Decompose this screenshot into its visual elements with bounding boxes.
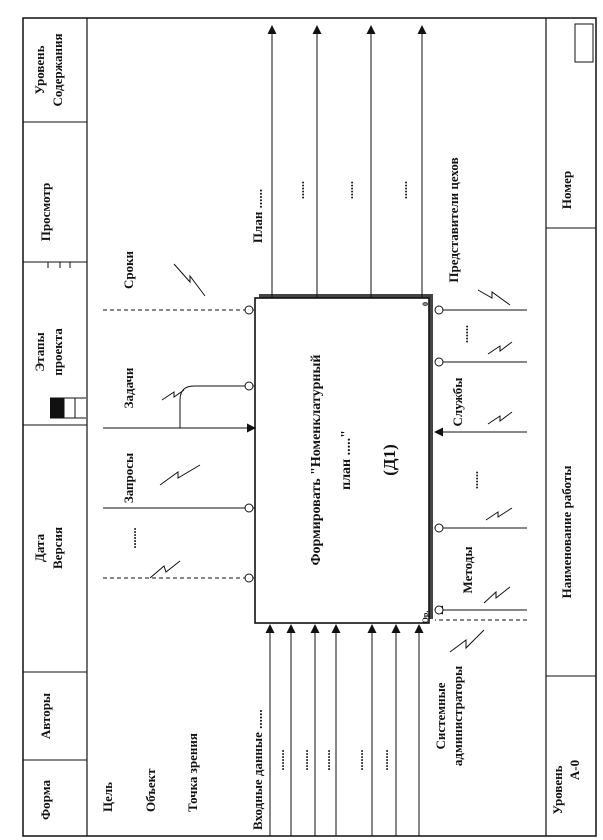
control-leader xyxy=(173,263,206,297)
content-level-label: Уровень xyxy=(32,45,47,94)
control-arrow-branch xyxy=(179,385,255,428)
mechanism-arrows xyxy=(434,289,527,653)
input-item-label: ....... xyxy=(273,750,287,771)
process-corner-label: Ор. xyxy=(421,611,430,624)
deadlines-label: Сроки xyxy=(121,250,136,289)
content-level-label-2: Содержания xyxy=(50,33,65,106)
process-box: Формировать "Номенклатурный план ....." … xyxy=(254,294,433,624)
control-arrows xyxy=(103,263,256,583)
work-name-label: Наименование работы xyxy=(559,466,574,599)
object-label: Объект xyxy=(143,768,158,812)
output-dots-label: ...... xyxy=(396,181,410,199)
process-title-line2: план ....." xyxy=(339,430,354,490)
stage-marker-filled xyxy=(50,398,64,418)
mechanism-leader xyxy=(485,507,513,521)
requests-label: Запросы xyxy=(121,453,136,503)
mechanism-leader xyxy=(483,586,511,604)
methods-label: Методы xyxy=(460,547,475,594)
plan-output-label: План ...... xyxy=(250,189,265,243)
output-dots-label: ...... xyxy=(342,181,356,199)
input-arrows xyxy=(265,624,424,836)
form-label: Форма xyxy=(38,780,53,820)
viewpoint-label: Точка зрения xyxy=(185,733,200,812)
services-label: Службы xyxy=(450,378,465,427)
date-label: Дата xyxy=(32,533,47,562)
input-item-label: ....... xyxy=(352,750,366,771)
process-box-body xyxy=(254,297,430,624)
input-item-label: ....... xyxy=(319,750,333,771)
footer-strip: Уровень А-0 Наименование работы Номер xyxy=(545,18,596,836)
sys-admins-label-2: администраторы xyxy=(450,666,465,766)
control-leader xyxy=(161,389,185,401)
authors-label: Авторы xyxy=(38,693,53,739)
diagram-level-label: Уровень xyxy=(550,765,565,814)
sys-admins-label: Системные xyxy=(433,682,448,749)
stages-label-2: проекта xyxy=(50,328,65,376)
tasks-label: Задачи xyxy=(121,367,136,408)
input-item-label: ....... xyxy=(377,750,391,771)
mechanism-leader xyxy=(487,411,513,425)
mechanism-dots-label: ...... xyxy=(467,471,481,489)
process-number: 0 xyxy=(421,302,430,306)
number-label: Номер xyxy=(559,171,574,209)
stages-label: Этапы xyxy=(32,332,47,371)
control-leader xyxy=(159,464,201,486)
process-code: (Д1) xyxy=(380,444,399,476)
input-item-label: ....... xyxy=(297,750,311,771)
control-dots-label: ....... xyxy=(125,528,139,549)
mechanism-leader xyxy=(449,629,485,653)
version-label: Версия xyxy=(50,527,65,569)
output-dots-label: ...... xyxy=(293,181,307,199)
output-arrows xyxy=(267,25,427,298)
control-leader xyxy=(149,560,181,579)
mechanism-leader xyxy=(487,341,513,355)
input-data-label: Входные данные ...... xyxy=(250,709,265,830)
process-title-line1: Формировать "Номенклатурный xyxy=(309,355,324,566)
view-label: Просмотр xyxy=(38,183,53,241)
shop-reps-label: Представители цехов xyxy=(446,157,461,282)
goal-label: Цель xyxy=(100,782,115,812)
header-strip: Форма Авторы Дата Версия Этапы проекта П… xyxy=(23,18,88,836)
mechanism-leader xyxy=(477,289,511,306)
diagram-level-value: А-0 xyxy=(567,760,582,780)
sheet-frame xyxy=(22,17,597,837)
mechanism-dots-label: ...... xyxy=(457,325,471,343)
